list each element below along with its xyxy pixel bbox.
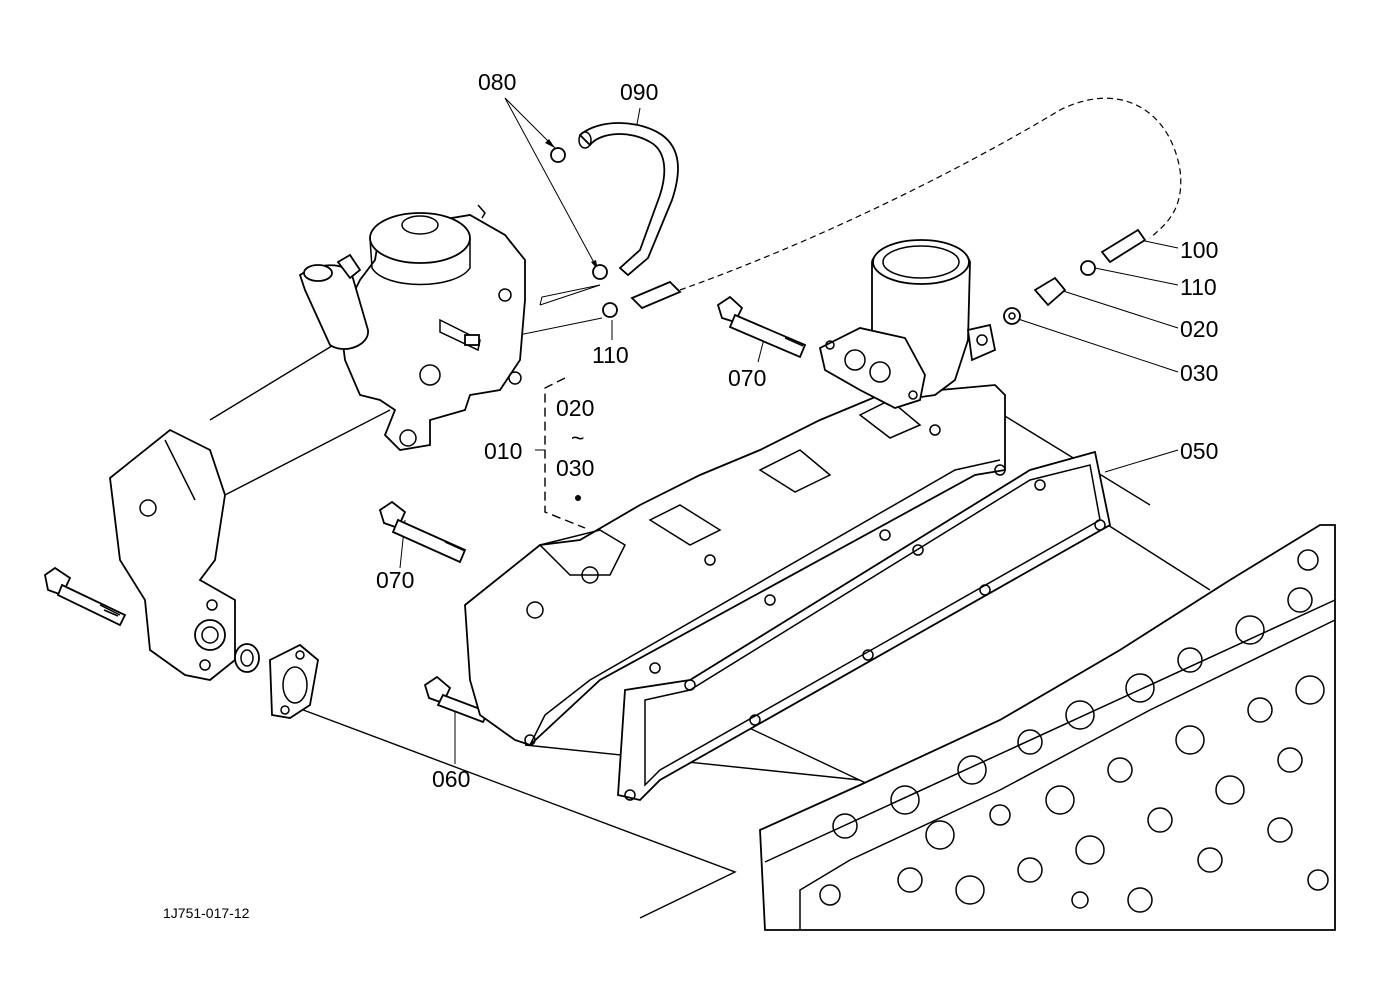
short-hoses — [630, 228, 1147, 310]
callout-080: 080 — [478, 69, 516, 95]
callout-110-mid: 110 — [592, 342, 629, 368]
callout-range-tilde: ~ — [571, 425, 584, 451]
bolt-left — [44, 566, 127, 627]
head-ports — [819, 549, 1329, 913]
callout-060: 060 — [432, 766, 470, 792]
bolt-060 — [423, 675, 490, 724]
callout-030-range: 030 — [556, 455, 594, 481]
drawing-code: 1J751-017-12 — [163, 905, 250, 921]
callout-070-left: 070 — [376, 567, 414, 593]
fitting-020 — [1003, 276, 1067, 325]
callout-090: 090 — [620, 79, 658, 105]
cylinder-head — [759, 524, 1336, 931]
callout-050: 050 — [1180, 438, 1218, 464]
callout-010: 010 — [484, 438, 522, 464]
small-gasket — [234, 643, 319, 719]
hose-090 — [578, 122, 679, 277]
callout-070-top: 070 — [728, 365, 766, 391]
callout-labels: 080 090 100 110 020 030 110 070 020 ~ 03… — [163, 69, 1218, 921]
intake-elbow — [109, 428, 236, 681]
callout-100: 100 — [1180, 237, 1218, 263]
callout-020-range: 020 — [556, 395, 594, 421]
throttle-body — [298, 204, 526, 451]
intake-manifold — [464, 239, 1006, 747]
bolt-070-left — [378, 500, 467, 564]
callout-110-right: 110 — [1180, 274, 1217, 300]
clamps — [550, 147, 1096, 318]
callout-030-right: 030 — [1180, 360, 1218, 386]
manifold-gasket — [617, 450, 1112, 801]
leader-lines — [399, 97, 1179, 764]
callout-020-right: 020 — [1180, 316, 1218, 342]
bolt-070-top — [716, 295, 807, 359]
